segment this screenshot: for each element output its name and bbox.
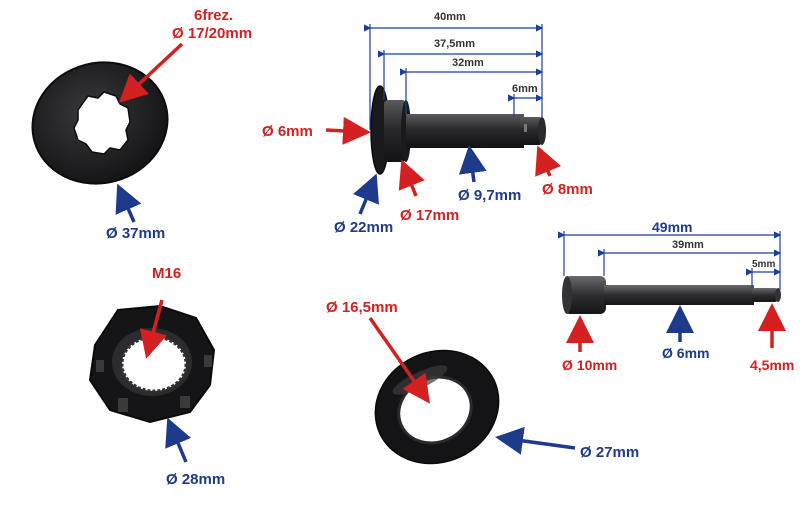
stepped-pin xyxy=(562,276,781,314)
ring-inner-dia-label: Ø 16,5mm xyxy=(326,299,398,316)
shaft-total-length: 40mm xyxy=(434,11,466,23)
pin-total-length: 49mm xyxy=(652,219,693,235)
flat-ring xyxy=(374,349,500,465)
washer-outer-dia-label: Ø 37mm xyxy=(106,225,166,242)
nut-thread-label: M16 xyxy=(152,265,182,282)
nut-dia-label: Ø 28mm xyxy=(166,471,226,488)
shaft-collar-dia-label: Ø 17mm xyxy=(400,207,460,224)
pin-dimensions xyxy=(558,231,782,290)
pin-tip-dia-label: 4,5mm xyxy=(750,357,795,373)
shaft-length-37-5: 37,5mm xyxy=(434,38,475,50)
blue-arrows xyxy=(115,145,694,463)
shaft-length-32: 32mm xyxy=(452,57,484,69)
pin-body-dia-label: Ø 6mm xyxy=(662,345,710,361)
washer-inner-dia-label: Ø 17/20mm xyxy=(172,25,253,42)
washer-frez-label: 6frez. xyxy=(194,7,234,24)
slotted-washer xyxy=(31,61,169,185)
shaft-length-6: 6mm xyxy=(512,83,538,95)
pin-length-5: 5mm xyxy=(752,259,776,270)
red-arrows xyxy=(118,42,786,404)
pin-head-dia-label: Ø 10mm xyxy=(562,357,618,373)
ring-outer-dia-label: Ø 27mm xyxy=(580,444,640,461)
pin-length-39: 39mm xyxy=(672,239,704,251)
castle-nut xyxy=(88,304,216,424)
shaft-head-dia-label: Ø 6mm xyxy=(262,123,313,140)
shaft-body-dia-label: Ø 9,7mm xyxy=(458,187,522,204)
flanged-shaft xyxy=(370,85,546,175)
shaft-flange-dia-label: Ø 22mm xyxy=(334,219,394,236)
shaft-end-dia-label: Ø 8mm xyxy=(542,181,593,198)
shaft-dimensions xyxy=(364,24,544,130)
